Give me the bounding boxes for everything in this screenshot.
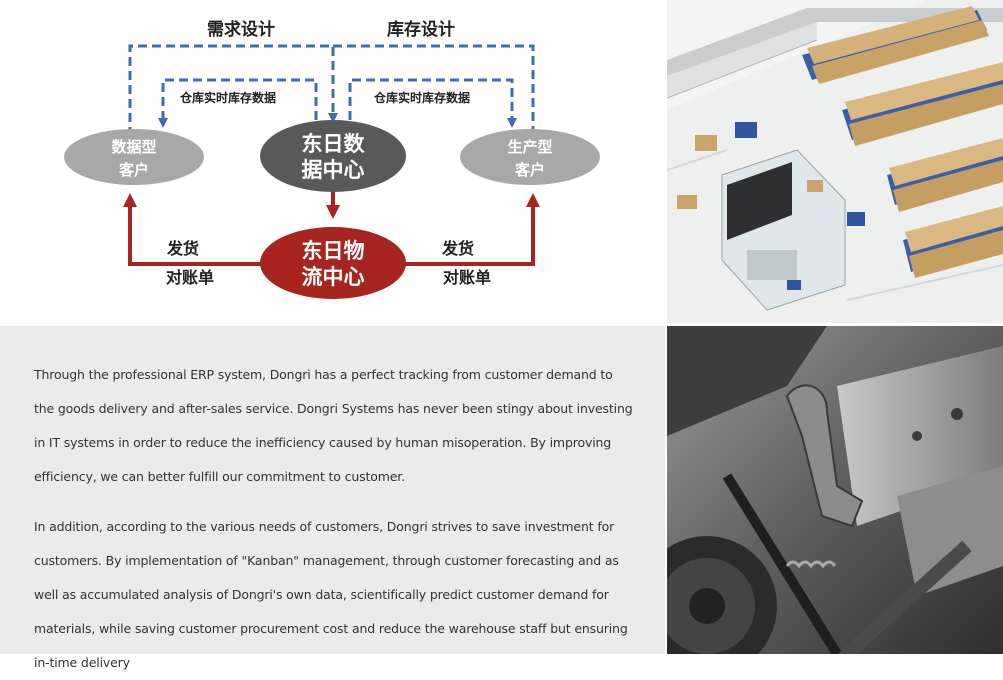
- description-paragraph-2: In addition, according to the various ne…: [34, 519, 628, 670]
- data-customer-line1: 数据型: [111, 138, 156, 156]
- rack-row-4: [903, 206, 1003, 278]
- logistics-to-data-customer-arrow: [123, 193, 262, 266]
- demand-design-connector: [128, 44, 338, 136]
- logistics-to-production-customer-arrow: [404, 193, 540, 266]
- data-center-line2: 据中心: [302, 158, 365, 182]
- statement-label-left: 对账单: [166, 268, 214, 287]
- description-paragraph-1: Through the professional ERP system, Don…: [34, 367, 633, 484]
- lever: [785, 384, 864, 528]
- data-customer-line2: 客户: [118, 161, 149, 179]
- logistics-center-line2: 流中心: [302, 265, 365, 289]
- realtime-stock-label-right: 仓库实时库存数据: [373, 90, 470, 105]
- machine-image: [667, 326, 1003, 654]
- production-customer-node: [460, 129, 600, 185]
- rack-row-1: [802, 6, 989, 84]
- logistics-center-node: [260, 227, 406, 299]
- data-center-node: [260, 120, 406, 192]
- flow-diagram: 需求设计 库存设计 仓库实时库存数据 仓库实时库存数据 数据型 客户 东日数 据…: [0, 0, 665, 326]
- realtime-stock-right-connector: [348, 78, 517, 128]
- inventory-design-connector: [333, 44, 535, 136]
- description-panel: Through the professional ERP system, Don…: [0, 326, 665, 670]
- production-customer-line1: 生产型: [507, 138, 552, 156]
- production-customer-line2: 客户: [514, 161, 545, 179]
- logistics-center-line1: 东日物: [302, 239, 365, 263]
- rack-row-2: [842, 62, 1003, 146]
- demand-design-label: 需求设计: [207, 19, 275, 40]
- data-customer-node: [64, 129, 204, 185]
- warehouse-image: [667, 0, 1003, 323]
- rack-row-3: [887, 138, 1003, 212]
- delivery-label-left: 发货: [166, 239, 199, 258]
- realtime-stock-label-left: 仓库实时库存数据: [179, 90, 276, 105]
- delivery-label-right: 发货: [441, 239, 474, 258]
- statement-label-right: 对账单: [443, 268, 491, 287]
- inventory-design-label: 库存设计: [387, 19, 455, 40]
- realtime-stock-left-connector: [158, 78, 318, 128]
- data-center-line1: 东日数: [302, 132, 366, 156]
- flow-diagram-svg: 需求设计 库存设计 仓库实时库存数据 仓库实时库存数据 数据型 客户 东日数 据…: [64, 19, 600, 299]
